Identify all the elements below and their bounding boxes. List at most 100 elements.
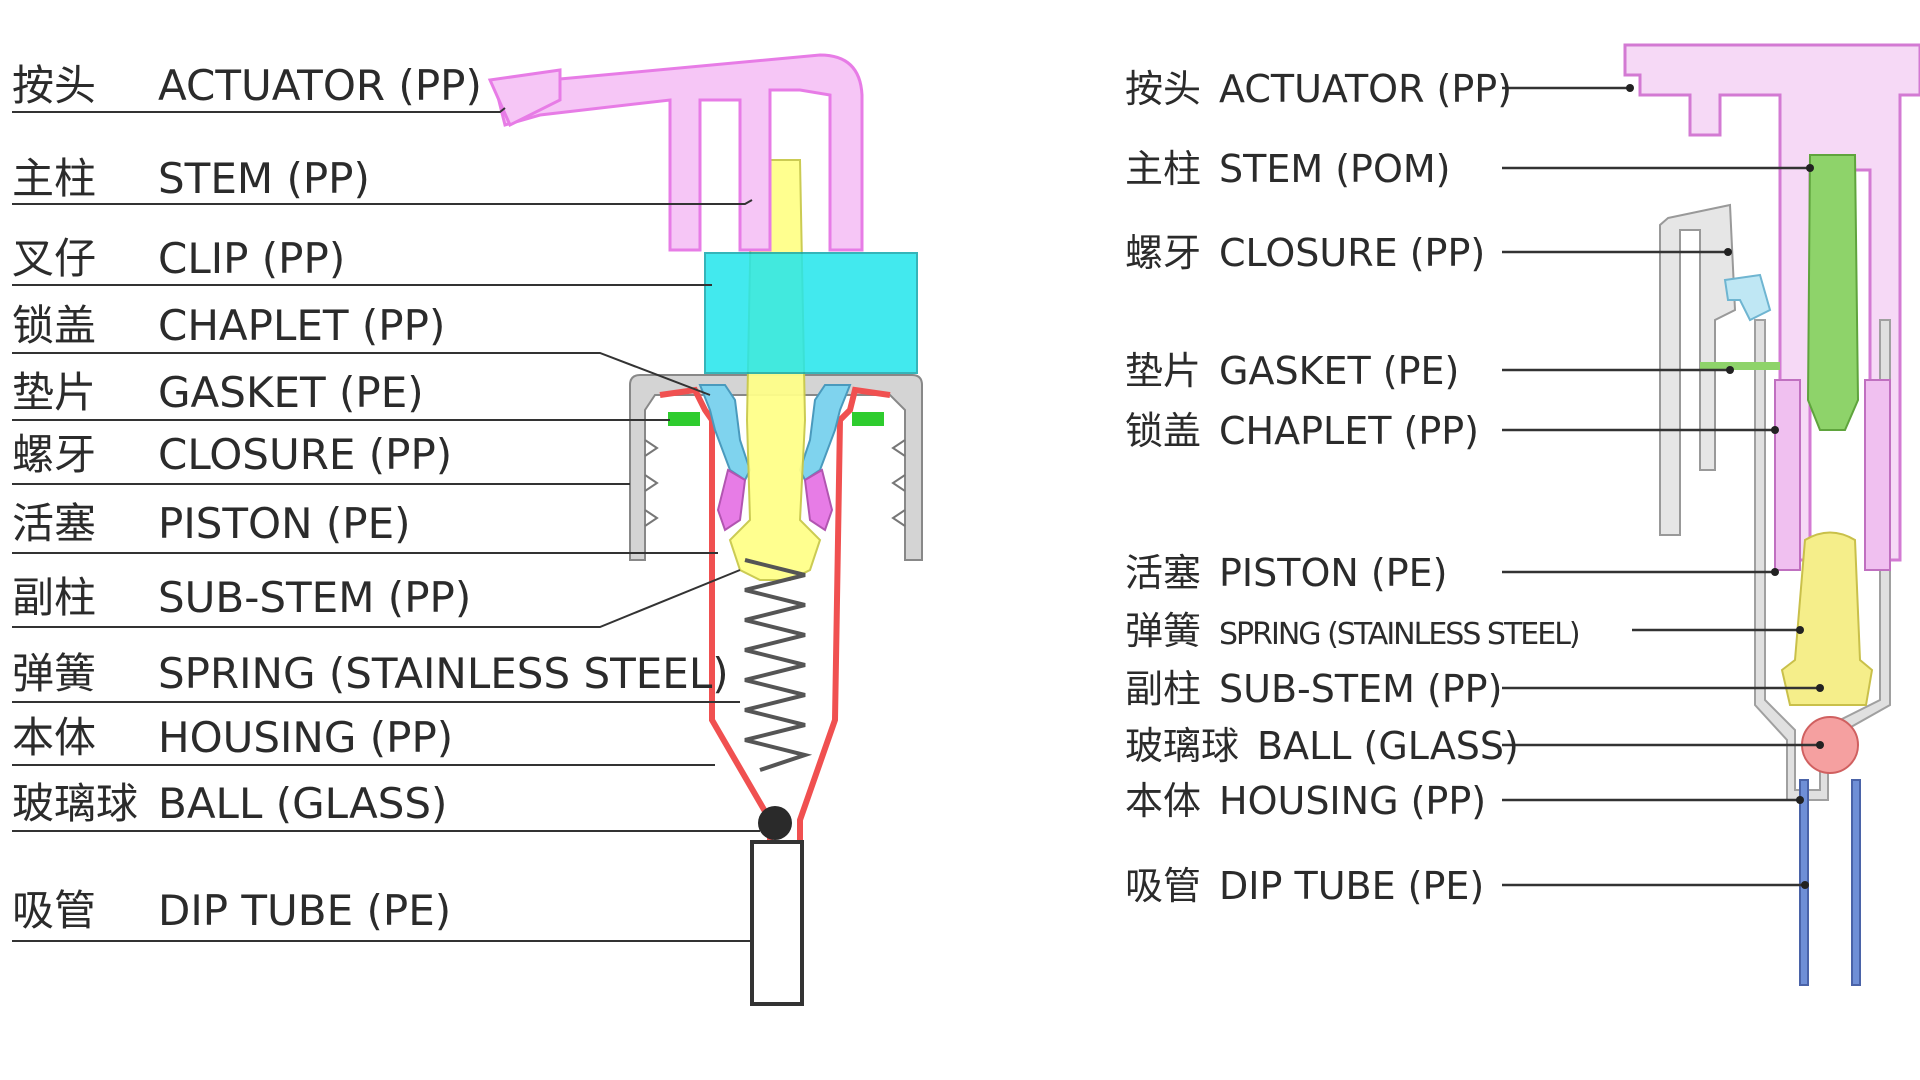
label-zh: 锁盖 [12, 301, 97, 350]
label-en: DIP TUBE (PE) [158, 886, 452, 935]
label-en: SPRING (STAINLESS STEEL) [158, 649, 729, 698]
label-stem: 主柱 STEM (PP) [12, 154, 370, 203]
left-pump-drawing [487, 53, 923, 1006]
label-spring: 弹簧 SPRING (STAINLESS STEEL) [12, 649, 729, 698]
leader-dot [1726, 366, 1734, 374]
left-spring-shape [744, 558, 813, 772]
label-zh: 玻璃球 [1125, 724, 1240, 768]
label-en: HOUSING (PP) [1219, 779, 1487, 823]
right-chaplet-shape [1723, 273, 1772, 322]
label-closure: 螺牙 CLOSURE (PP) [12, 430, 452, 479]
label-actuator: 按头 ACTUATOR (PP) [12, 61, 482, 110]
left-piston-shape [716, 468, 834, 532]
leader-dot [1796, 626, 1804, 634]
label-en: ACTUATOR (PP) [158, 61, 482, 110]
label-en: SUB-STEM (PP) [158, 573, 472, 622]
left-gasket-shape [668, 412, 700, 426]
leader-dot [1796, 796, 1804, 804]
leader-dot [1626, 84, 1634, 92]
label-sub-stem: 副柱 SUB-STEM (PP) [12, 573, 471, 622]
label-en: SPRING (STAINLESS STEEL) [1219, 617, 1581, 652]
label-piston: 活塞 PISTON (PE) [12, 499, 411, 548]
leader-dot [1724, 248, 1732, 256]
right-dip-tube-shape [1799, 779, 1861, 986]
left-actuator-nozzle [487, 68, 562, 128]
label-stem: 主柱 STEM (POM) [1125, 150, 1451, 188]
left-clip-shape [704, 252, 918, 374]
left-gasket-shape-2 [852, 412, 884, 426]
label-zh: 叉仔 [12, 234, 97, 283]
label-zh: 活塞 [12, 499, 97, 548]
label-chaplet: 锁盖 CHAPLET (PP) [1125, 412, 1479, 450]
label-en: DIP TUBE (PE) [1219, 864, 1485, 908]
label-zh: 垫片 [12, 368, 97, 417]
label-zh: 弹簧 [1125, 609, 1202, 653]
leader-dot [1771, 568, 1779, 576]
label-en: HOUSING (PP) [158, 713, 454, 762]
leader-line [12, 352, 711, 396]
label-zh: 弹簧 [12, 649, 97, 698]
label-actuator: 按头 ACTUATOR (PP) [1125, 70, 1512, 108]
label-zh: 主柱 [1125, 147, 1202, 191]
leader-dot [1816, 684, 1824, 692]
label-zh: 螺牙 [12, 430, 97, 479]
label-zh: 副柱 [12, 573, 97, 622]
label-en: CLOSURE (PP) [158, 430, 453, 479]
label-zh: 锁盖 [1125, 409, 1202, 453]
label-zh: 吸管 [1125, 864, 1202, 908]
label-sub-stem: 副柱 SUB-STEM (PP) [1125, 670, 1502, 708]
label-zh: 活塞 [1125, 551, 1202, 595]
label-en: STEM (PP) [158, 154, 370, 203]
leader-dots [1626, 84, 1824, 889]
label-en: PISTON (PE) [1219, 551, 1448, 595]
label-housing: 本体 HOUSING (PP) [1125, 782, 1486, 820]
label-zh: 主柱 [12, 154, 97, 203]
label-en: STEM (POM) [1219, 147, 1451, 191]
right-gasket-shape [1700, 362, 1780, 370]
label-en: SUB-STEM (PP) [1219, 667, 1503, 711]
label-piston: 活塞 PISTON (PE) [1125, 554, 1447, 592]
label-dip-tube: 吸管 DIP TUBE (PE) [12, 886, 451, 935]
right-stem-shape [1806, 154, 1860, 431]
label-zh: 按头 [1125, 67, 1202, 111]
label-zh: 副柱 [1125, 667, 1202, 711]
label-en: GASKET (PE) [158, 368, 424, 417]
label-spring: 弹簧 SPRING (STAINLESS STEEL) [1125, 609, 1581, 653]
label-zh: 玻璃球 [12, 779, 139, 828]
left-ball-shape [758, 806, 792, 840]
label-zh: 本体 [1125, 779, 1202, 823]
leader-line [12, 107, 506, 113]
left-leader-lines [12, 107, 760, 942]
leader-dot [1801, 881, 1809, 889]
leader-line [12, 569, 741, 628]
left-closure-threads [644, 439, 906, 527]
label-ball: 玻璃球 BALL (GLASS) [1125, 727, 1519, 765]
right-housing-shape [1754, 319, 1891, 801]
label-en: GASKET (PE) [1219, 349, 1460, 393]
label-en: CHAPLET (PP) [1219, 409, 1479, 453]
label-zh: 按头 [12, 61, 97, 110]
right-leader-lines [1502, 86, 1820, 887]
right-piston-shape [1774, 379, 1891, 571]
left-dip-tube-shape [750, 840, 804, 1006]
label-en: ACTUATOR (PP) [1219, 67, 1513, 111]
label-en: CHAPLET (PP) [158, 301, 446, 350]
label-en: BALL (GLASS) [1257, 724, 1519, 768]
leader-dot [1771, 426, 1779, 434]
leader-dot [1806, 164, 1814, 172]
right-substem-shape [1780, 531, 1874, 706]
label-en: CLOSURE (PP) [1219, 231, 1486, 275]
label-zh: 垫片 [1125, 349, 1202, 393]
right-pump-drawing [1623, 43, 1920, 986]
leader-dot [1816, 741, 1824, 749]
label-zh: 吸管 [12, 886, 97, 935]
label-en: PISTON (PE) [158, 499, 411, 548]
leader-line [12, 199, 753, 205]
left-actuator-shape [493, 53, 864, 252]
label-gasket: 垫片 GASKET (PE) [12, 368, 424, 417]
